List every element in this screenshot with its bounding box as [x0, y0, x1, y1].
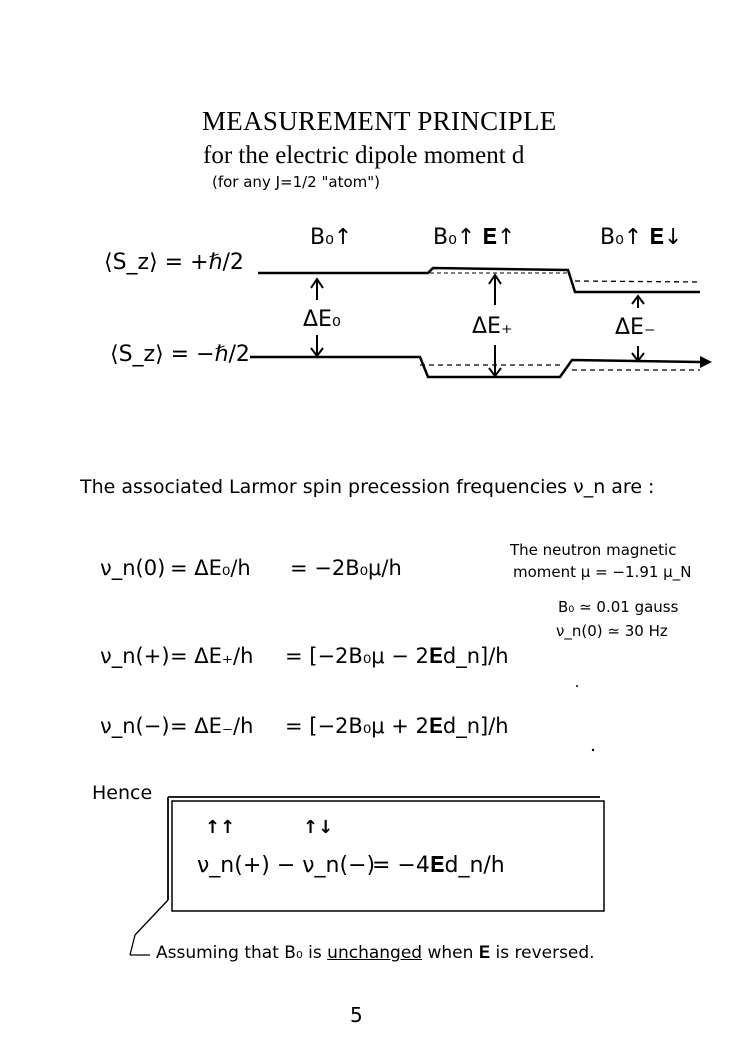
side-note-line-4: ν_n(0) ≃ 30 Hz: [556, 622, 668, 640]
state-spin-down-label: ⟨S_z⟩ = −ℏ/2: [110, 342, 250, 367]
splitting-label-0: ΔE₀: [303, 307, 341, 332]
equation-lhs: ν_n(0): [100, 556, 166, 580]
field-label-b0-e-up: B₀↑ 𝐄↑: [433, 225, 516, 250]
result-rhs: = −4𝐄d_n/h: [372, 853, 505, 878]
state-spin-up-label: ⟨S_z⟩ = +ℏ/2: [104, 250, 244, 275]
subtitle-note: (for any J=1/2 "atom"): [212, 173, 381, 191]
equation-lhs: ν_n(+): [100, 644, 170, 668]
equation-mid: = ΔE₊/h: [170, 644, 254, 668]
field-label-b0: B₀↑: [310, 225, 353, 250]
side-note-line-2: moment μ = −1.91 μ_N: [513, 563, 692, 581]
result-box-frame: [129, 796, 605, 956]
lower-energy-level: [250, 355, 701, 379]
delta-eplus-arrow-icon: [488, 273, 502, 378]
page-number: 5: [350, 1003, 363, 1027]
delta-e0-arrow-icon: [310, 277, 324, 358]
field-label-b0-e-down: B₀↑ 𝐄↓: [600, 225, 683, 250]
page-title: MEASUREMENT PRINCIPLE: [202, 106, 557, 136]
splitting-label-minus: ΔE₋: [615, 315, 656, 340]
hence-label: Hence: [92, 782, 153, 804]
upper-energy-level: [258, 266, 701, 294]
result-arrows-parallel: ↑↑: [205, 817, 236, 838]
assumption-text-start: Assuming that B₀ is: [156, 943, 328, 963]
splitting-label-plus: ΔE₊: [472, 314, 513, 339]
intro-sentence: The associated Larmor spin precession fr…: [80, 476, 655, 498]
result-lhs: ν_n(+) − ν_n(−): [197, 853, 376, 878]
result-arrows-antiparallel: ↑↓: [303, 817, 334, 838]
scan-speck: [576, 685, 595, 752]
equation-rhs: = [−2B₀μ − 2𝐄d_n]/h: [285, 644, 509, 668]
equation-mid: = ΔE₋/h: [170, 714, 254, 738]
side-note-line-3: B₀ ≃ 0.01 gauss: [558, 598, 679, 616]
equation-rhs: = [−2B₀μ + 2𝐄d_n]/h: [285, 714, 509, 738]
assumption-underlined-word: unchanged: [327, 943, 423, 963]
assumption-text-end: when 𝐄 is reversed.: [422, 943, 595, 963]
delta-eminus-arrow-icon: [631, 294, 645, 363]
page-subtitle: for the electric dipole moment d: [203, 142, 525, 169]
equation-rhs: = −2B₀μ/h: [290, 556, 402, 580]
equation-lhs: ν_n(−): [100, 714, 170, 738]
right-arrow-head-icon: [700, 356, 712, 368]
side-note-line-1: The neutron magnetic: [510, 541, 677, 559]
assumption-note: Assuming that B₀ is unchanged when 𝐄 is …: [156, 943, 595, 963]
equation-mid: = ΔE₀/h: [170, 556, 251, 580]
